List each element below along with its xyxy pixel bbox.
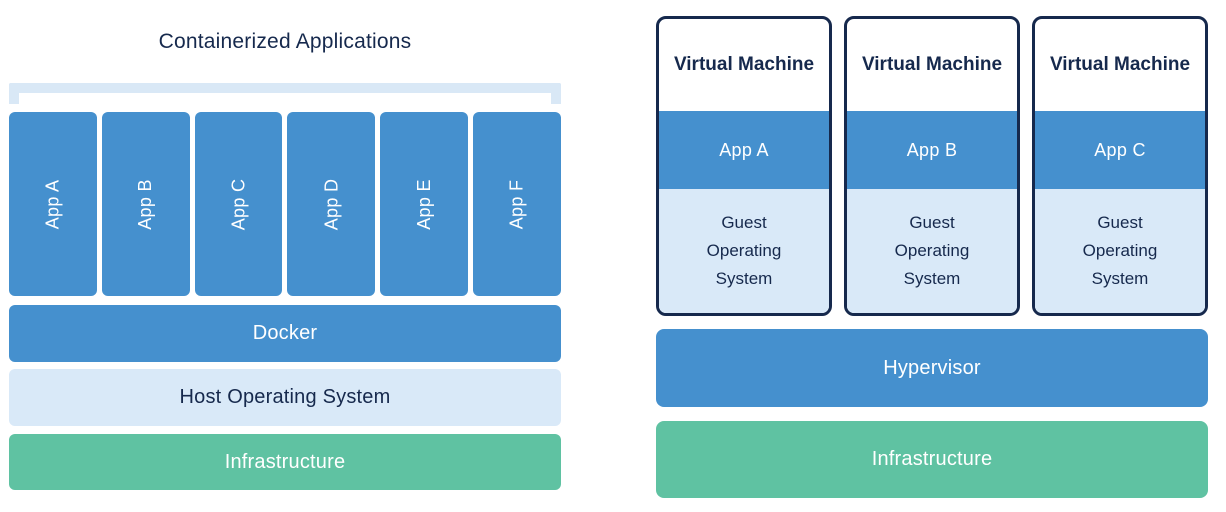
container-app-d: App D (287, 112, 376, 296)
container-app-b: App B (101, 112, 190, 296)
containers-panel: Containerized Applications App A App B A… (9, 0, 561, 512)
container-app-d-label: App D (320, 178, 341, 230)
infrastructure-layer-right: Infrastructure (656, 421, 1208, 498)
container-app-c: App C (194, 112, 283, 296)
infrastructure-layer-left: Infrastructure (9, 434, 561, 490)
vm-card-2: Virtual Machine App B Guest Operating Sy… (844, 16, 1020, 316)
container-apps-row: App A App B App C App D App E App F (9, 112, 561, 296)
hypervisor-layer: Hypervisor (656, 329, 1208, 407)
host-os-layer: Host Operating System (9, 369, 561, 426)
container-app-a-label: App A (42, 179, 63, 229)
container-app-e: App E (380, 112, 469, 296)
container-app-a: App A (9, 112, 97, 296)
vm-2-app: App B (847, 111, 1017, 189)
vm-2-title: Virtual Machine (861, 54, 1003, 75)
vm-1-app: App A (659, 111, 829, 189)
vm-card-1: Virtual Machine App A Guest Operating Sy… (656, 16, 832, 316)
vm-row: Virtual Machine App A Guest Operating Sy… (656, 16, 1208, 316)
container-app-f: App F (473, 112, 561, 296)
vm-1-title: Virtual Machine (673, 54, 815, 75)
vm-2-guest-os: Guest Operating System (847, 189, 1017, 313)
container-app-e-label: App E (413, 178, 434, 230)
vm-3-app: App C (1035, 111, 1205, 189)
containers-group-bracket (9, 83, 561, 104)
vm-3-guest-os: Guest Operating System (1035, 189, 1205, 313)
vm-3-title: Virtual Machine (1049, 54, 1191, 75)
vm-card-3: Virtual Machine App C Guest Operating Sy… (1032, 16, 1208, 316)
container-app-f-label: App F (506, 179, 527, 229)
virtual-machines-panel: Virtual Machine App A Guest Operating Sy… (656, 0, 1208, 512)
containers-title: Containerized Applications (158, 30, 412, 53)
vm-1-guest-os: Guest Operating System (659, 189, 829, 313)
docker-layer: Docker (9, 305, 561, 362)
container-app-c-label: App C (228, 178, 249, 230)
container-app-b-label: App B (135, 178, 156, 230)
